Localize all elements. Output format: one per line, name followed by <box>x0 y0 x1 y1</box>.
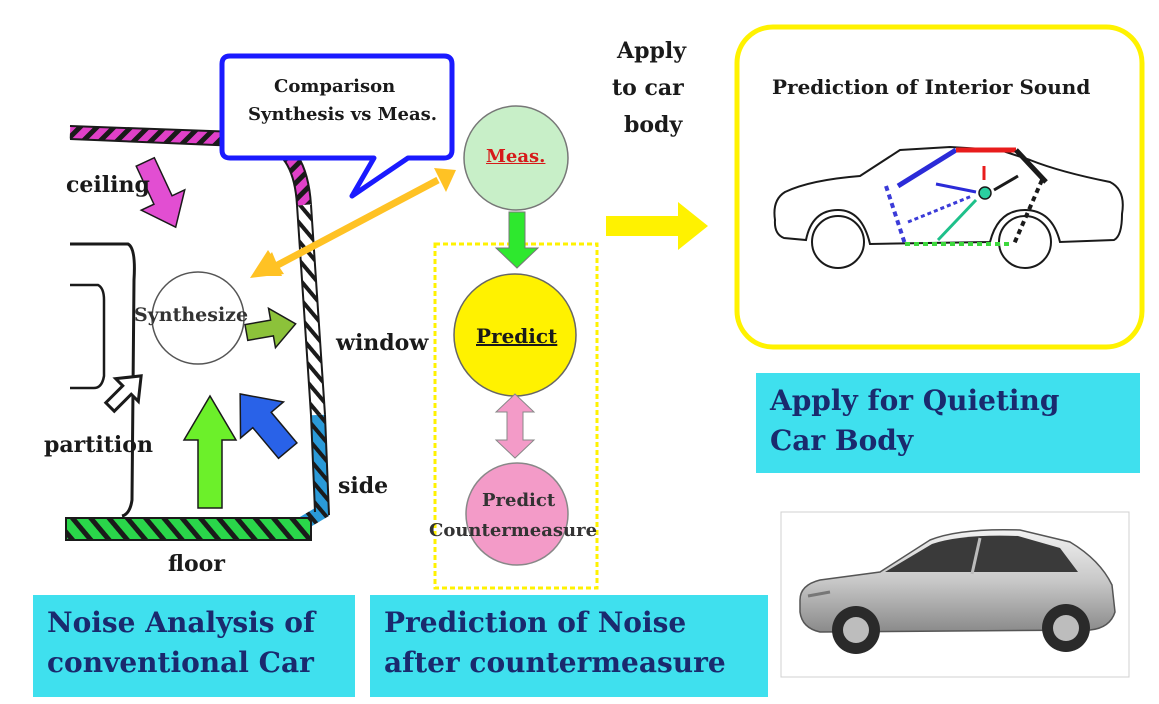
side-label: side <box>338 473 389 499</box>
prediction-line1: Prediction of Noise <box>384 606 687 639</box>
quieting-banner-bg <box>756 373 1140 473</box>
quieting-line1: Apply for Quieting <box>770 384 1060 417</box>
window-arrow <box>244 306 297 350</box>
comparison-arrow <box>250 168 456 278</box>
car-sketch <box>773 145 1124 269</box>
prediction-banner: Prediction of Noise after countermeasure <box>370 603 768 683</box>
interior-sound-title: Prediction of Interior Sound <box>772 75 1091 99</box>
noise-analysis-line1: Noise Analysis of <box>47 606 315 639</box>
side-arrow <box>239 393 298 460</box>
predict-label: Predict <box>476 324 558 348</box>
comparison-line2: Synthesis vs Meas. <box>248 104 438 125</box>
partition-arrow <box>103 374 143 414</box>
predict-countermeasure-double-arrow <box>494 393 536 459</box>
countermeasure-line1: Predict <box>482 490 556 511</box>
meas-to-predict-arrow <box>494 211 540 269</box>
countermeasure-node <box>465 462 569 566</box>
countermeasure-line2: Countermeasure <box>429 520 598 541</box>
floor-arrow <box>182 394 238 509</box>
floor-label: floor <box>168 551 225 577</box>
prediction-line2: after countermeasure <box>384 646 726 679</box>
floor-panel <box>65 517 312 541</box>
comparison-callout <box>219 53 455 199</box>
car-photo <box>780 511 1130 678</box>
meas-label: Meas. <box>486 146 546 167</box>
prediction-banner-bg <box>370 595 768 697</box>
apply-line3: body <box>624 112 683 138</box>
apply-arrow <box>606 202 708 250</box>
apply-line1: Apply <box>617 38 686 64</box>
partition-outline <box>70 242 136 518</box>
window-label: window <box>336 330 429 356</box>
synthesize-label: Synthesize <box>134 304 249 326</box>
ceiling-arrow <box>135 156 186 229</box>
noise-analysis-banner-bg <box>33 595 355 697</box>
apply-line2: to car <box>612 75 684 101</box>
listener-point <box>978 186 992 200</box>
meas-node <box>463 105 569 211</box>
ceiling-label: ceiling <box>66 172 150 198</box>
noise-analysis-line2: conventional Car <box>47 646 314 679</box>
quieting-banner: Apply for Quieting Car Body <box>756 381 1140 461</box>
quieting-line2: Car Body <box>770 424 914 457</box>
comparison-line1: Comparison <box>274 76 396 97</box>
window-panel <box>297 204 325 416</box>
cabin-section <box>65 125 330 541</box>
synthesize-circle <box>151 271 245 365</box>
noise-analysis-banner: Noise Analysis of conventional Car <box>33 603 355 683</box>
partition-label: partition <box>44 432 153 458</box>
